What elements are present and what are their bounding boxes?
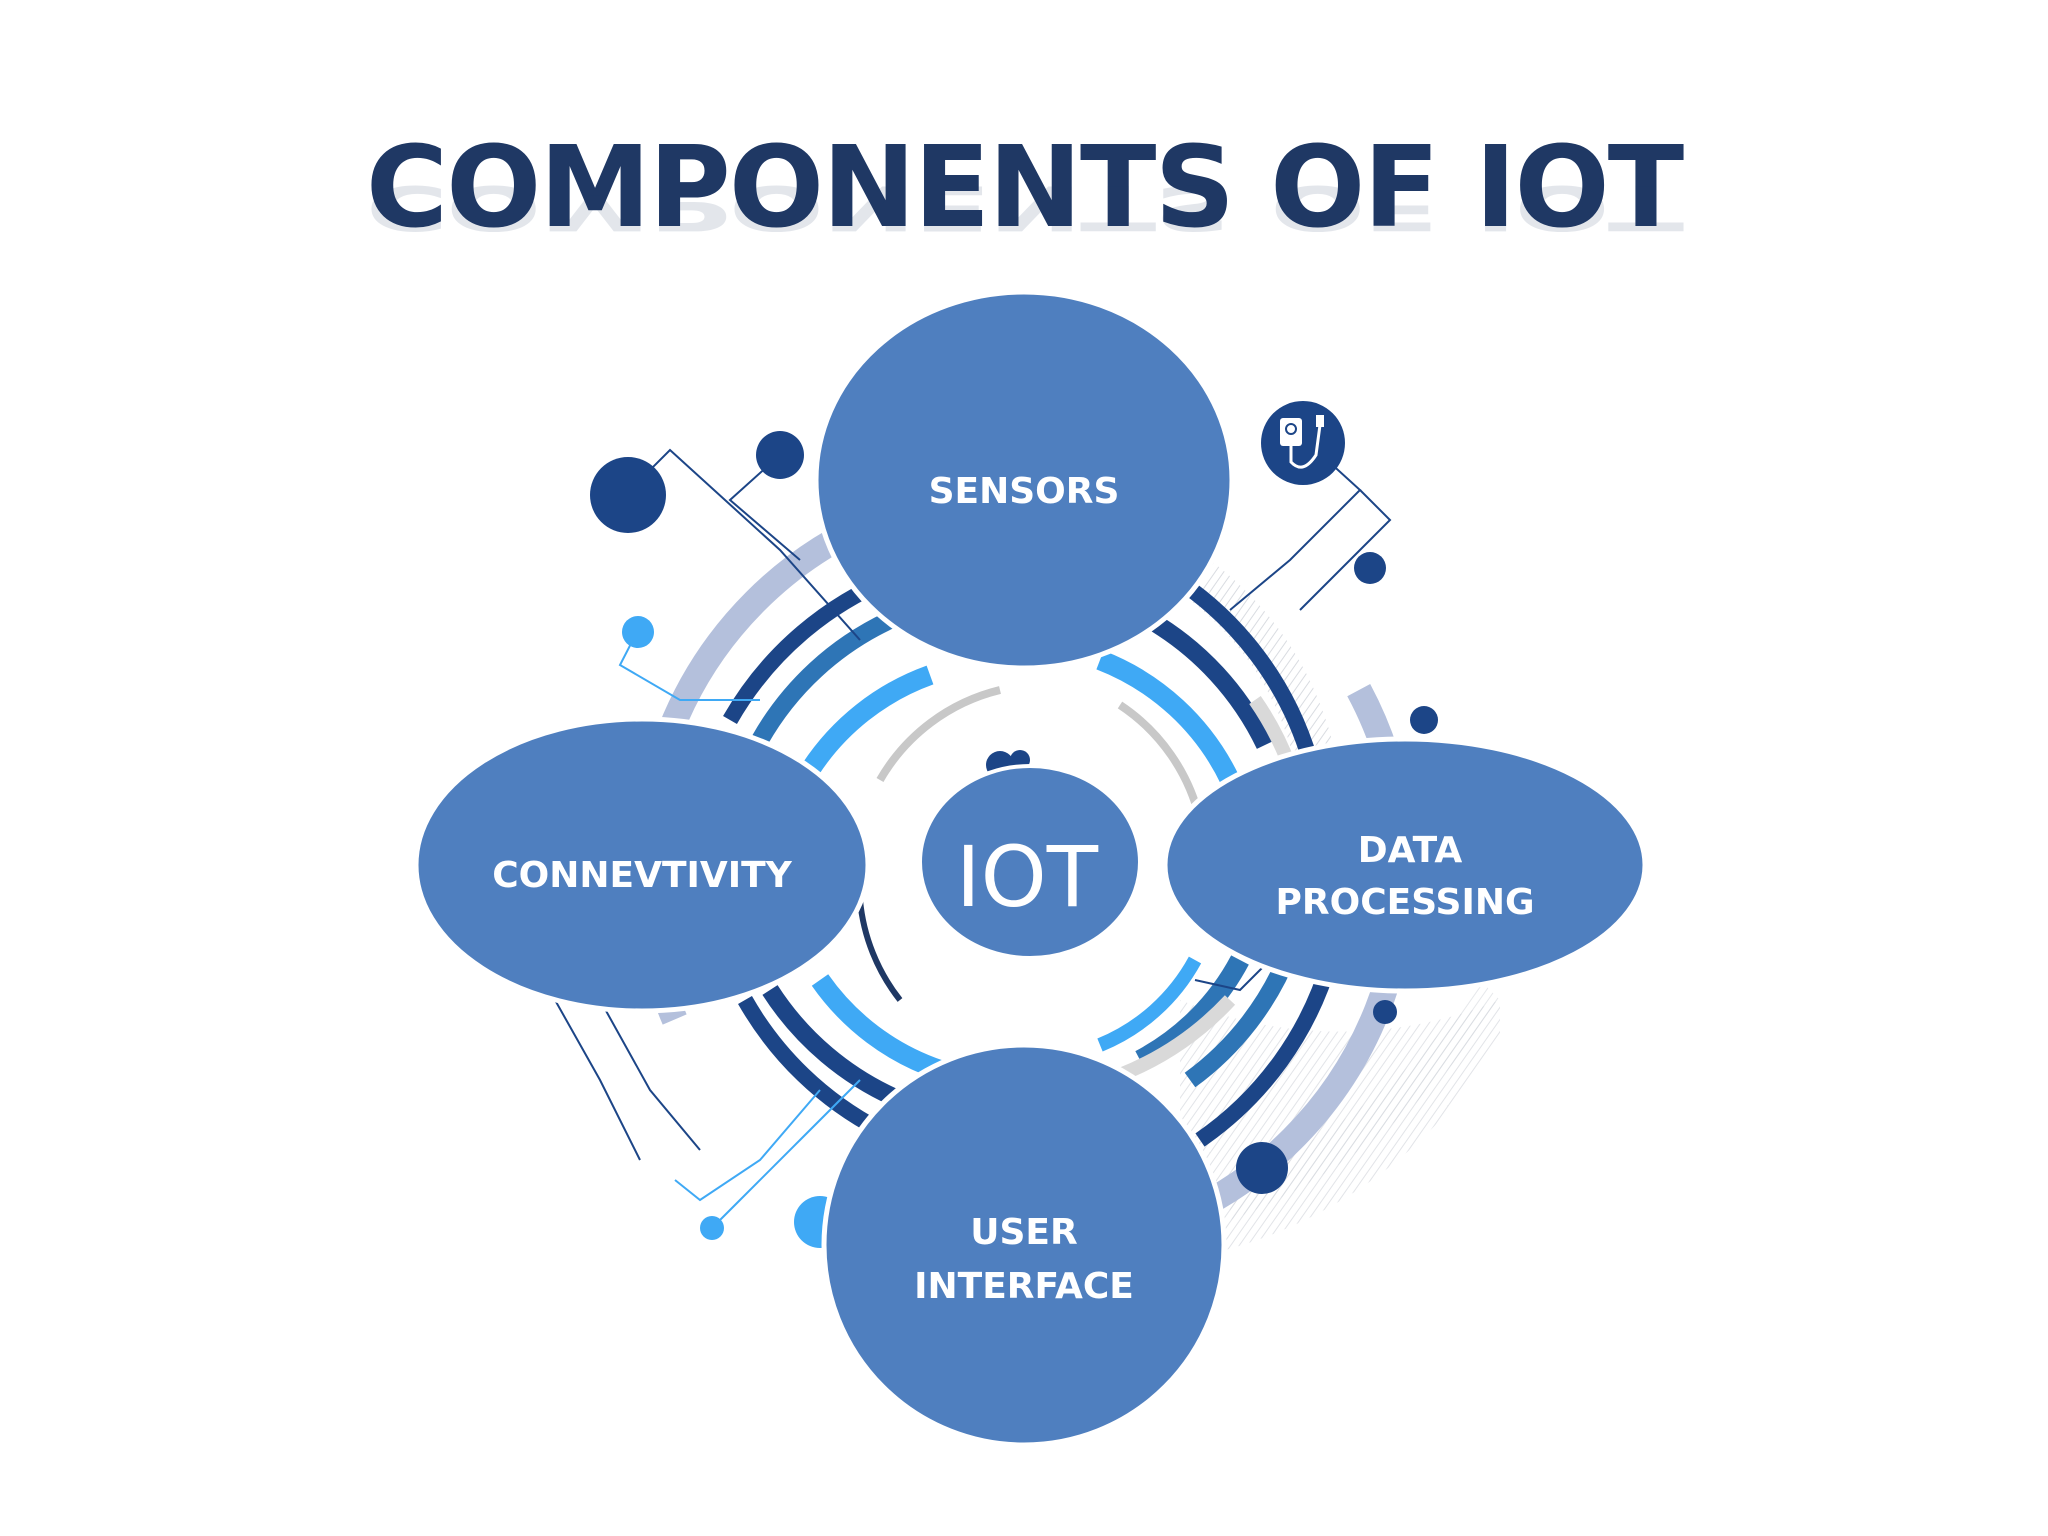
node-sensors-label: SENSORS xyxy=(929,471,1120,512)
page-title: COMPONENTS OF IOT xyxy=(365,123,1684,253)
power-plug-icon xyxy=(1261,401,1345,485)
node-user-interface-label-line2: INTERFACE xyxy=(914,1266,1134,1307)
hub-iot: IOT xyxy=(918,764,1142,960)
node-user-interface: USER INTERFACE xyxy=(821,1042,1227,1448)
node-data-processing-label-line2: PROCESSING xyxy=(1275,882,1534,923)
node-connectivity-label: CONNEVTIVITY xyxy=(492,855,792,896)
node-data-processing-label-line1: DATA xyxy=(1358,830,1463,871)
node-data-processing: DATA PROCESSING xyxy=(1162,736,1648,994)
node-connectivity: CONNEVTIVITY xyxy=(413,716,871,1014)
background-circuit-decoration xyxy=(554,431,1500,1263)
node-user-interface-label-line1: USER xyxy=(970,1212,1077,1253)
node-sensors: SENSORS xyxy=(813,289,1235,671)
hub-iot-label: IOT xyxy=(956,828,1099,926)
